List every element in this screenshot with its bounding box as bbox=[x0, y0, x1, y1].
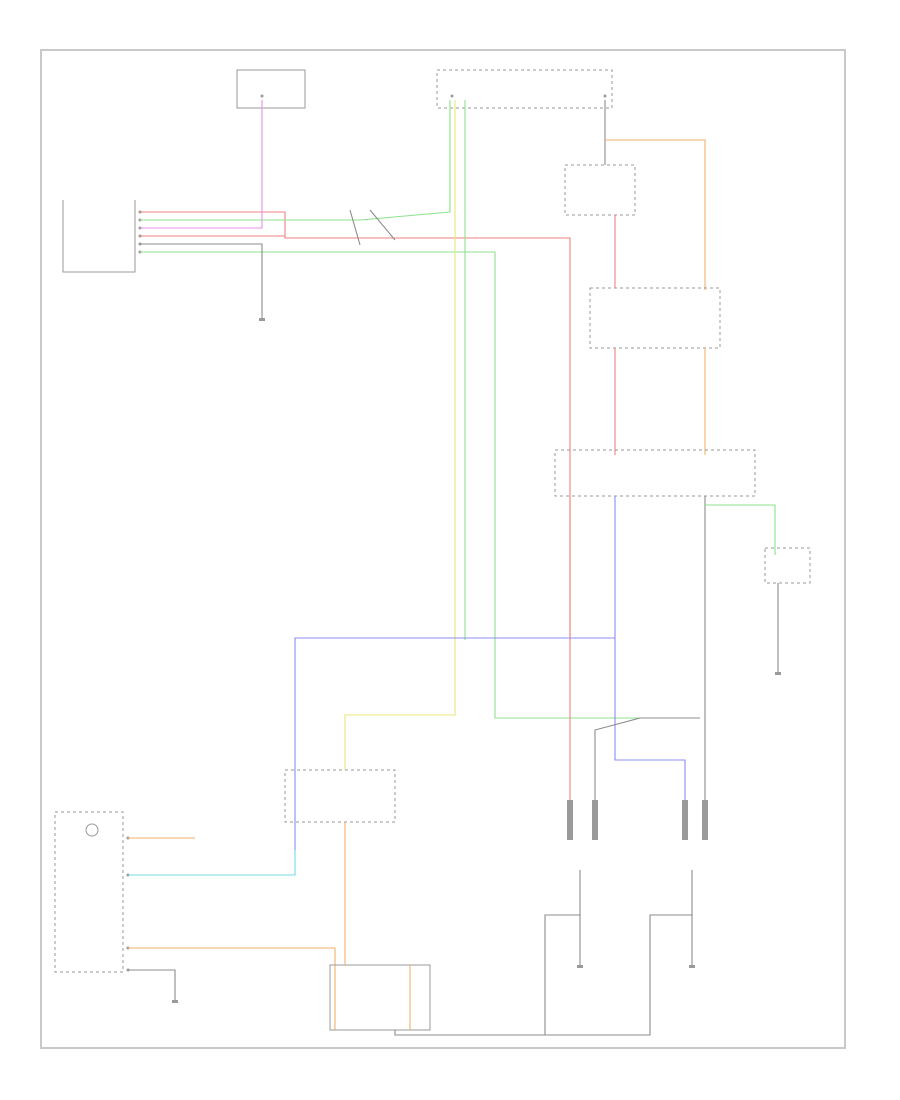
wire-orange-3 bbox=[128, 947, 395, 1031]
ground-tail-left bbox=[172, 1000, 178, 1003]
wire-green-1 bbox=[140, 100, 451, 221]
switch-symbol bbox=[349, 209, 396, 246]
tail-lamp-left bbox=[54, 811, 130, 973]
lighting-control-module bbox=[589, 287, 721, 349]
wire-green-5 bbox=[705, 504, 776, 555]
fuse-box-left bbox=[236, 69, 306, 109]
diagram-border bbox=[40, 49, 846, 1049]
ground-top bbox=[259, 318, 265, 321]
brake-switch bbox=[564, 164, 636, 216]
wire-black-1 bbox=[140, 243, 263, 320]
lamp-assembly bbox=[329, 964, 431, 1031]
wire-cyan-1 bbox=[128, 850, 296, 876]
ground-bottom-left bbox=[577, 870, 583, 968]
stop-lamp-relay bbox=[284, 769, 396, 823]
ground-bottom-right bbox=[689, 870, 695, 968]
wire-black-5 bbox=[594, 717, 700, 800]
wire-pink-1 bbox=[140, 100, 263, 229]
high-mount-stop-lamp bbox=[764, 547, 811, 675]
multifunction-switch bbox=[62, 200, 142, 273]
wire-black-8 bbox=[545, 914, 692, 1036]
wire-black-6 bbox=[128, 969, 176, 1000]
fuse-box-mid bbox=[436, 69, 613, 109]
wire-yellow-1 bbox=[344, 100, 456, 770]
wire-orange-1 bbox=[605, 139, 706, 290]
wire-black-7 bbox=[394, 914, 580, 1036]
wire-green-2 bbox=[140, 251, 680, 719]
fuse-panel-right bbox=[554, 449, 756, 497]
lamp-connectors bbox=[567, 800, 708, 840]
wire-blue-1 bbox=[614, 496, 686, 800]
wire-red-1 bbox=[140, 211, 571, 640]
wire-blue-2 bbox=[294, 637, 615, 850]
